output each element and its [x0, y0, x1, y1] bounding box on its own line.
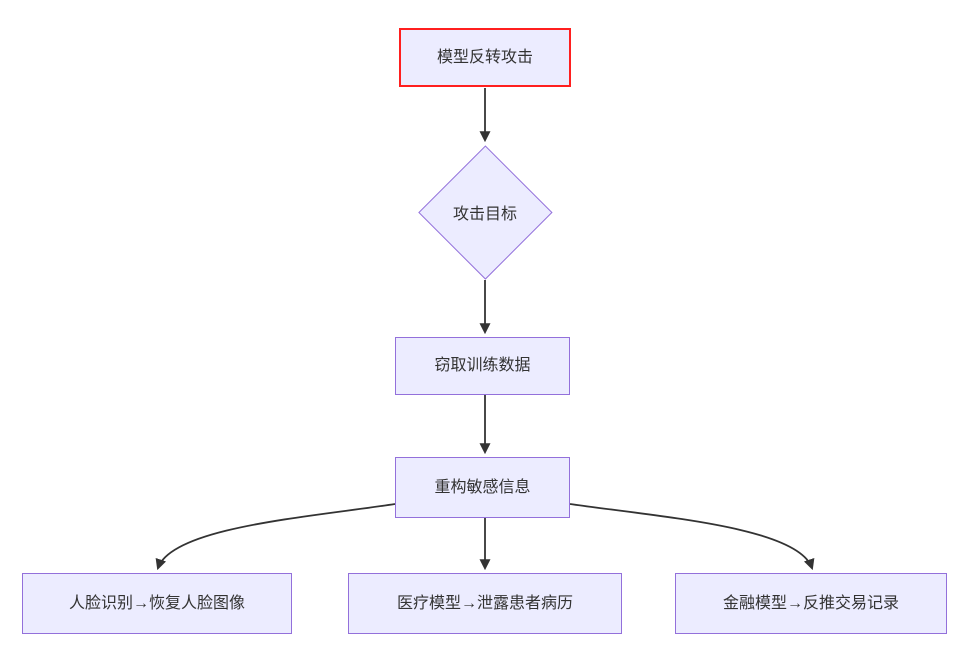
node-attack-target: 攻击目标: [418, 145, 552, 279]
node-face-recognition-example-label: 人脸识别→恢复人脸图像: [68, 594, 245, 612]
node-finance-model-example-label: 金融模型→反推交易记录: [722, 594, 899, 612]
node-attack-target-label: 攻击目标: [452, 206, 517, 223]
node-reconstruct-sensitive-info-label: 重构敏感信息: [434, 478, 531, 496]
node-model-inversion-attack-label: 模型反转攻击: [436, 48, 533, 66]
edge-reconstruct-to-face: [155, 503, 396, 571]
node-medical-model-example: 医疗模型→泄露患者病历: [348, 573, 622, 634]
node-finance-model-example: 金融模型→反推交易记录: [675, 573, 947, 634]
node-steal-training-data: 窃取训练数据: [395, 337, 570, 395]
node-model-inversion-attack: 模型反转攻击: [399, 28, 571, 87]
node-reconstruct-sensitive-info: 重构敏感信息: [395, 457, 570, 518]
node-steal-training-data-label: 窃取训练数据: [434, 357, 531, 375]
node-face-recognition-example: 人脸识别→恢复人脸图像: [22, 573, 292, 634]
node-medical-model-example-label: 医疗模型→泄露患者病历: [396, 594, 573, 612]
edge-reconstruct-to-finance: [569, 503, 815, 571]
